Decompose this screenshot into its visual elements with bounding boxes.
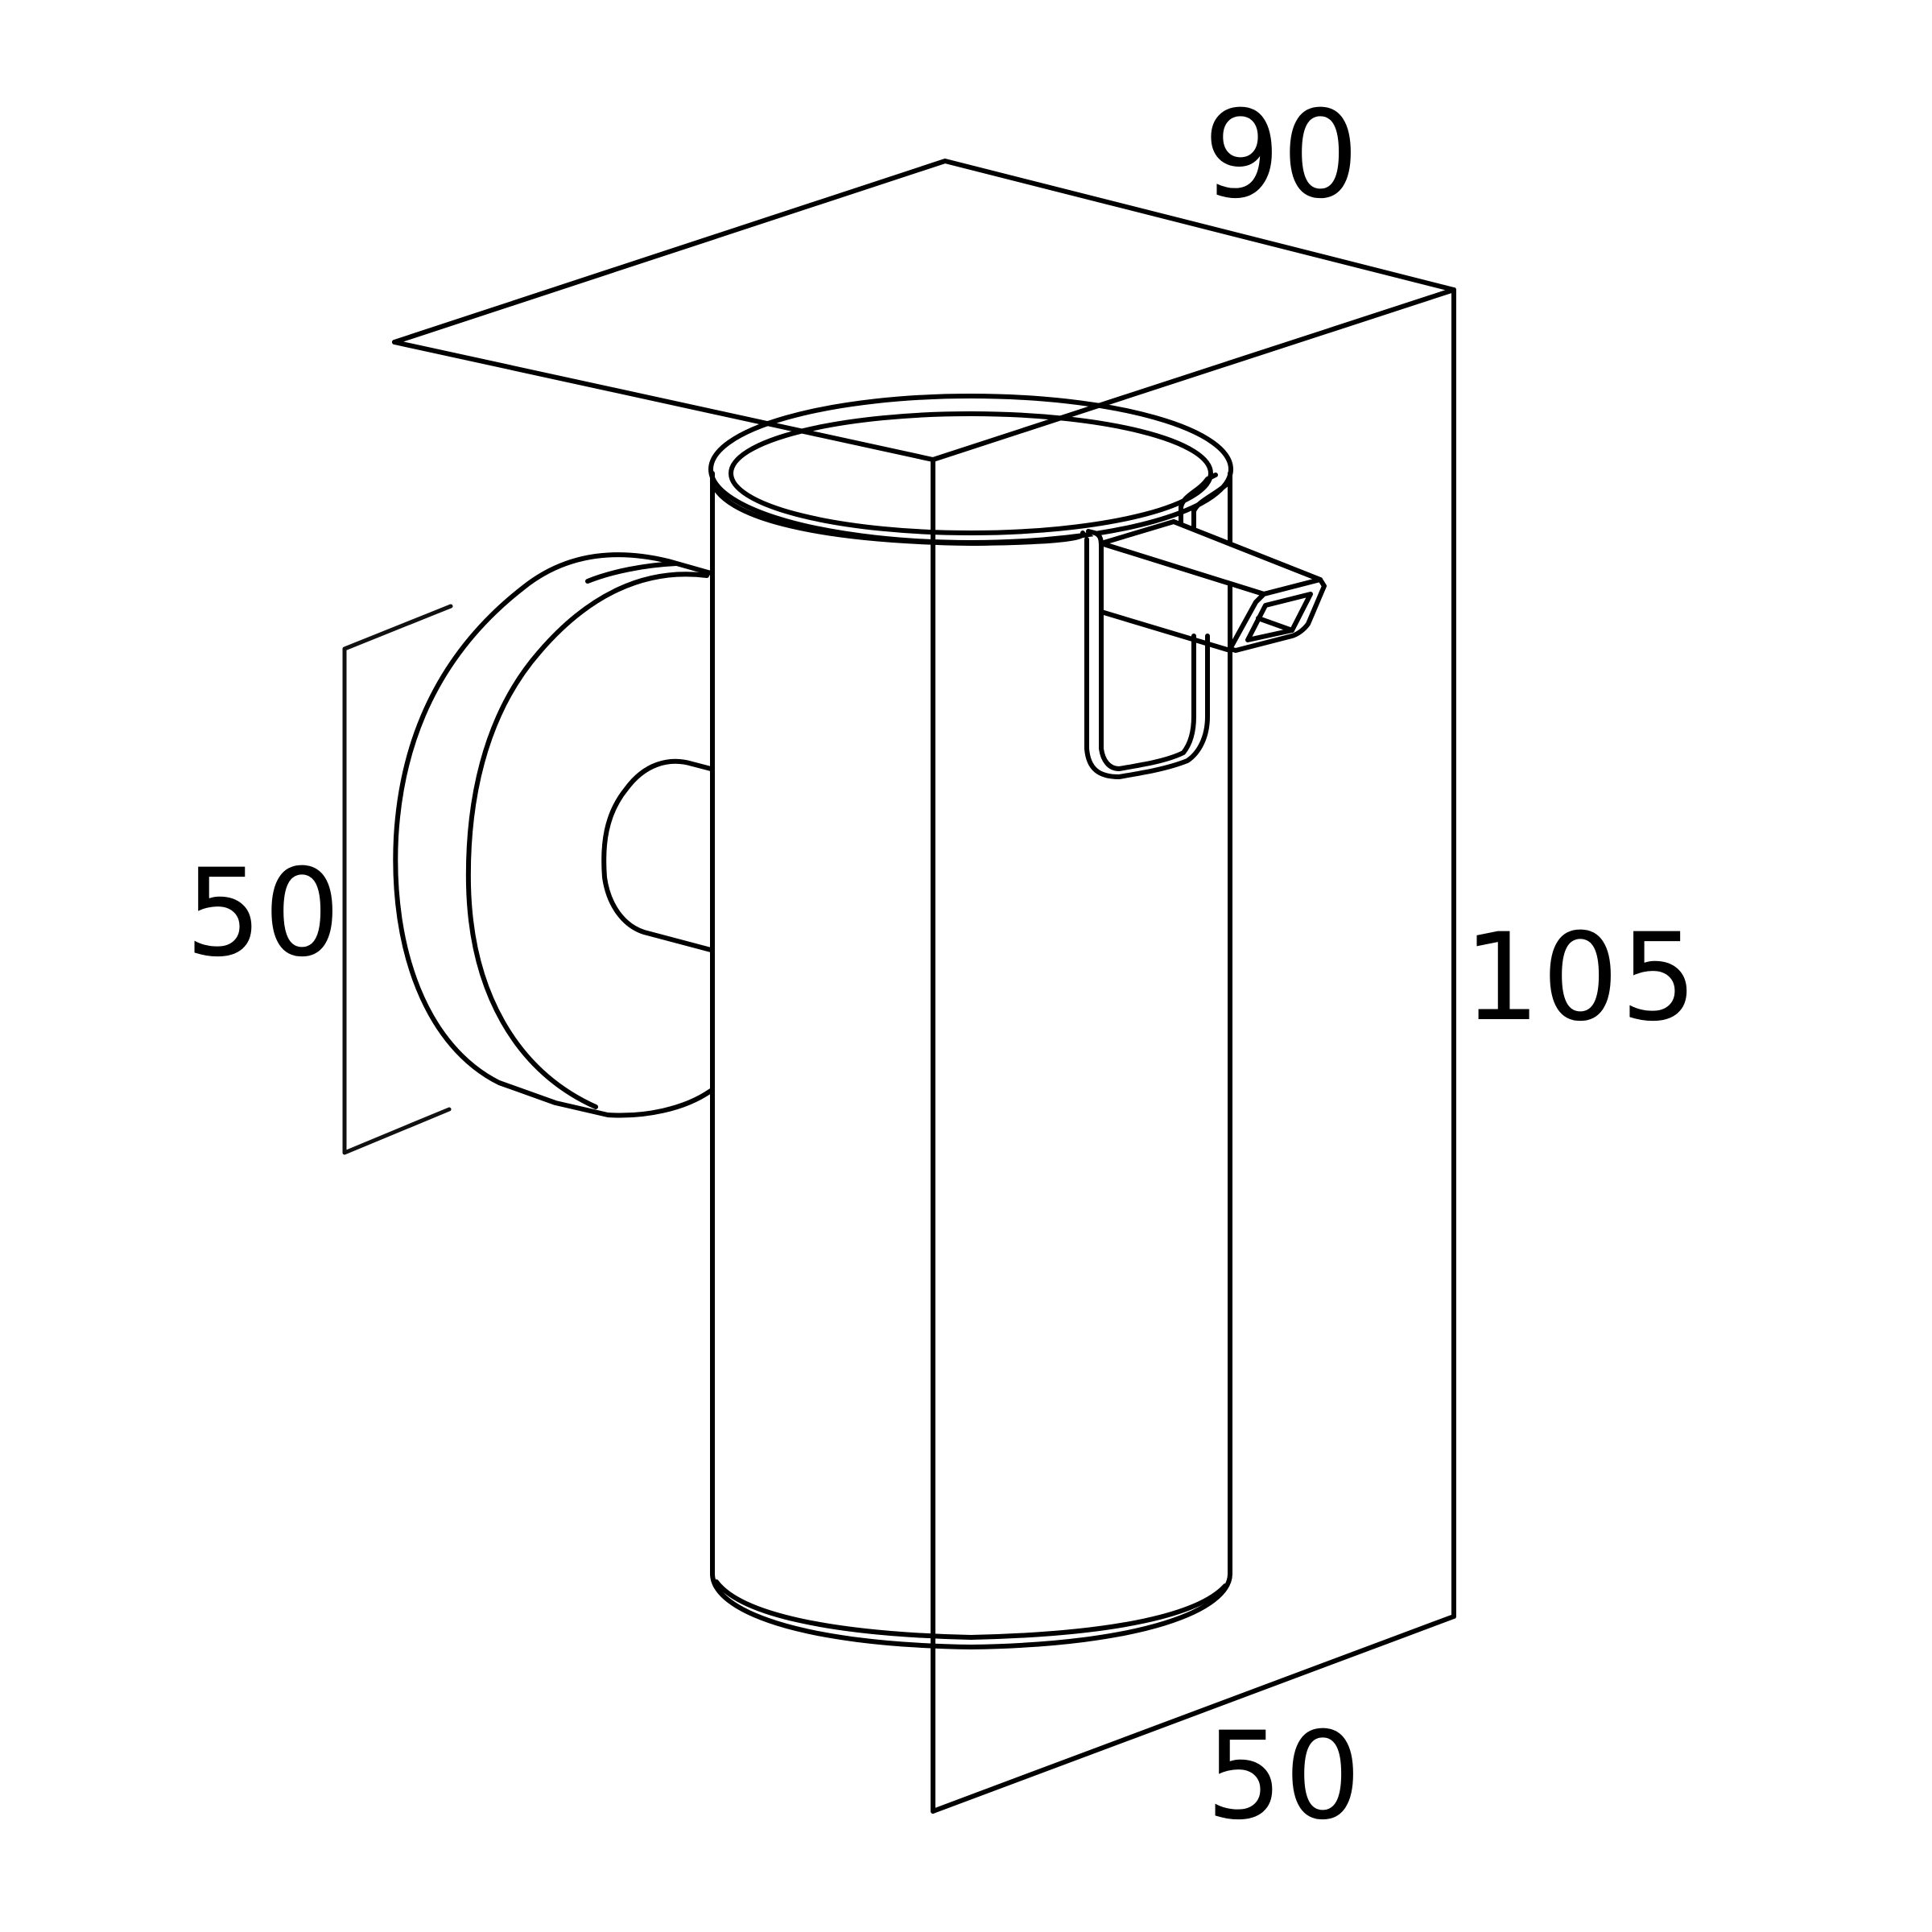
dimension-label-depth: 50: [1206, 1707, 1363, 1847]
dimension-label-width: 90: [1203, 85, 1360, 225]
pump-spout: [1084, 473, 1327, 779]
mount-dimension-bracket: [342, 604, 453, 1155]
bounding-box-front: [392, 287, 1456, 1814]
mount-stem: [601, 758, 713, 952]
spout-nozzle-crease: [1256, 616, 1294, 633]
bbox-top-back-edges: [392, 159, 1456, 345]
spout-top-edge: [1171, 519, 1323, 582]
dimension-label-mount-diameter: 50: [185, 844, 342, 984]
pump-stem-right: [1191, 479, 1232, 534]
cylinder-top-lip: [710, 481, 1086, 546]
cylinder-bottom-rim-inner: [714, 1579, 1228, 1640]
mount-disc-highlight: [585, 561, 679, 584]
bounding-box: [392, 159, 1456, 345]
cylinder-bottom-rim-outer: [710, 1571, 1232, 1649]
spout-top-edge-front: [1099, 541, 1266, 597]
spout-bottom-edge: [1099, 609, 1232, 653]
pump-stem: [1179, 473, 1218, 526]
cylinder-top-rim-inner: [729, 411, 1213, 535]
mount-disc-outer: [393, 552, 713, 1118]
mount-disc-inner: [465, 572, 709, 1109]
bbox-bottom-edge: [931, 1614, 1456, 1814]
dimension-label-height: 105: [1463, 908, 1699, 1048]
wall-mount-disc: [393, 552, 713, 1118]
bbox-front-top-edges: [392, 287, 1456, 462]
pump-collar-inner: [1084, 537, 1210, 779]
mount-bracket-line: [342, 604, 453, 1155]
dispenser-cylinder: [708, 394, 1233, 1649]
